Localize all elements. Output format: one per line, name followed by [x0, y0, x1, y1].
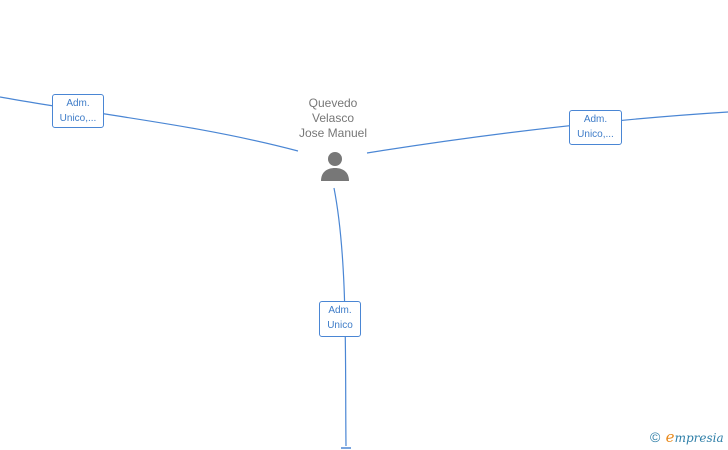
edge-label-bottom-line-2: Unico	[327, 320, 353, 331]
brand-name-rest: mpresia	[674, 431, 724, 445]
brand-e-letter: e	[665, 428, 675, 446]
edge-label-left-line-2: Unico,...	[59, 113, 97, 124]
edge-label-right[interactable]: Adm. Unico,...	[569, 110, 622, 145]
edge-label-right-line-1: Adm.	[583, 114, 608, 125]
person-name-line-3: Jose Manuel	[298, 126, 368, 140]
person-icon[interactable]	[319, 150, 351, 182]
empresia-watermark: © empresia	[650, 429, 724, 446]
copyright-icon: ©	[650, 429, 661, 445]
person-name-line-2: Velasco	[311, 111, 355, 125]
edge-label-right-line-2: Unico,...	[577, 129, 614, 140]
person-name[interactable]: Quevedo Velasco Jose Manuel	[283, 96, 383, 141]
edge-right	[366, 111, 728, 154]
edge-label-left[interactable]: Adm. Unico,...	[52, 94, 104, 128]
person-name-line-1: Quevedo	[308, 96, 358, 110]
edge-left	[0, 96, 299, 152]
edge-label-bottom-line-1: Adm.	[328, 305, 352, 316]
edge-label-bottom[interactable]: Adm. Unico	[319, 301, 361, 337]
edge-label-left-line-1: Adm.	[66, 98, 90, 109]
